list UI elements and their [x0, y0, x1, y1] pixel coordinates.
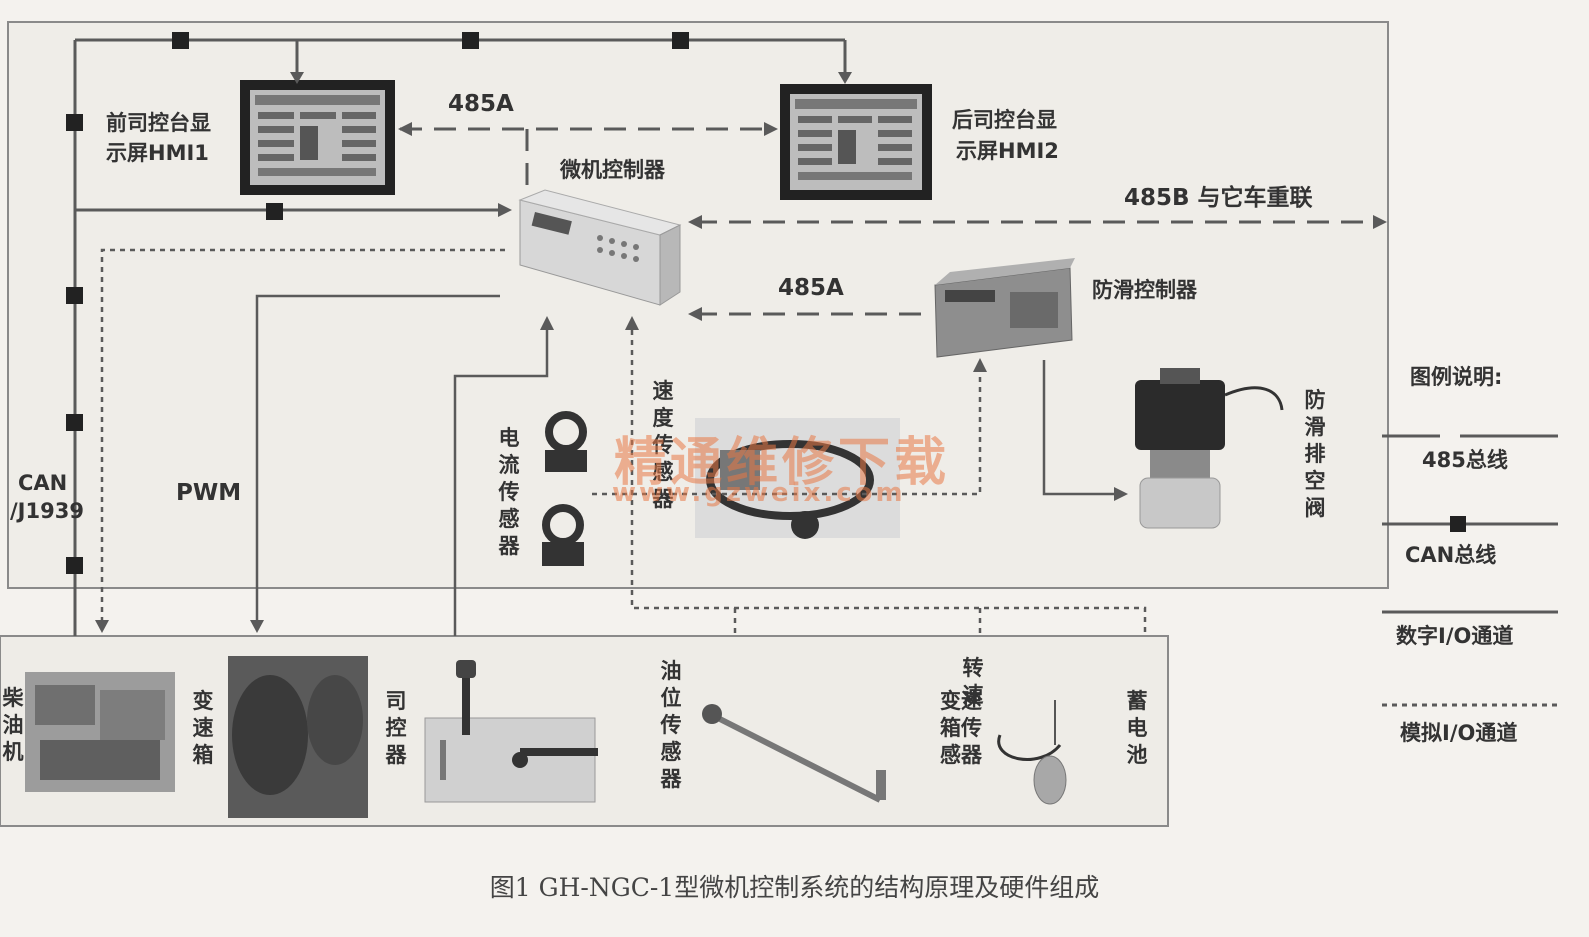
figure-caption: 图1 GH-NGC-1型微机控制系统的结构原理及硬件组成	[489, 873, 1100, 902]
oil-sensor-device	[702, 704, 886, 803]
hmi1-label-2: 示屏HMI1	[106, 141, 209, 165]
rs485-lines	[400, 127, 1380, 316]
speed-sensor-device	[695, 418, 900, 539]
can-bus	[73, 38, 847, 636]
driver-ctrl-label: 司控器	[385, 689, 407, 767]
can-nodes	[66, 32, 689, 574]
speed-sensor-label: 速度传感器	[652, 379, 674, 511]
controller-label: 微机控制器	[560, 158, 665, 182]
digital-io-lines	[255, 294, 1118, 636]
gearbox-label: 变速箱	[192, 689, 214, 767]
driver-ctrl-device	[424, 660, 598, 803]
legend-can-node	[1450, 516, 1466, 532]
current-sensor-devices	[542, 411, 587, 566]
analog-io-arrows	[95, 316, 987, 633]
gear-speed-device	[997, 700, 1067, 805]
link-485a-mid: 485A	[778, 275, 844, 301]
arrowheads	[290, 72, 852, 217]
hmi1-screen	[240, 80, 395, 195]
rs485-arrows	[398, 122, 1387, 321]
antiskid-label: 防滑控制器	[1092, 278, 1197, 302]
can-label-1: CAN	[18, 471, 68, 495]
legend-lines	[1382, 434, 1558, 707]
valve-device	[1135, 368, 1284, 529]
can-label-2: /J1939	[10, 499, 84, 523]
legend-can: CAN总线	[1405, 543, 1497, 567]
pwm-label: PWM	[176, 480, 242, 506]
watermark-url: www.gzweix.com	[612, 478, 906, 508]
valve-label: 防滑排空阀	[1304, 388, 1326, 520]
link-485b: 485B 与它车重联	[1124, 185, 1313, 211]
gear-speed-label-b: 变速箱传感器	[940, 689, 982, 767]
gear-speed-label-a: 转速	[962, 656, 984, 707]
legend-title: 图例说明:	[1410, 365, 1503, 389]
diesel-label: 柴油机	[2, 686, 24, 764]
hmi2-label-1: 后司控台显	[952, 108, 1057, 132]
controller-device	[518, 189, 682, 306]
analog-io-lines	[100, 248, 1147, 636]
gearbox-device	[228, 656, 368, 818]
digital-io-arrows	[250, 316, 1128, 633]
hmi1-label-1: 前司控台显	[106, 111, 211, 135]
legend-analog: 模拟I/O通道	[1400, 721, 1518, 745]
current-sensor-label: 电流传感器	[498, 426, 520, 558]
hmi2-screen	[780, 84, 932, 200]
battery-label: 蓄电池	[1126, 689, 1148, 767]
hmi2-label-2: 示屏HMI2	[956, 139, 1059, 163]
link-485a-top: 485A	[448, 91, 514, 117]
legend-digital: 数字I/O通道	[1396, 624, 1514, 648]
diesel-device	[25, 672, 175, 792]
antiskid-device	[934, 258, 1075, 358]
watermark-text: 精通维修下载	[614, 433, 951, 493]
legend-485: 485总线	[1422, 448, 1508, 472]
oil-sensor-label: 油位传感器	[660, 659, 682, 791]
